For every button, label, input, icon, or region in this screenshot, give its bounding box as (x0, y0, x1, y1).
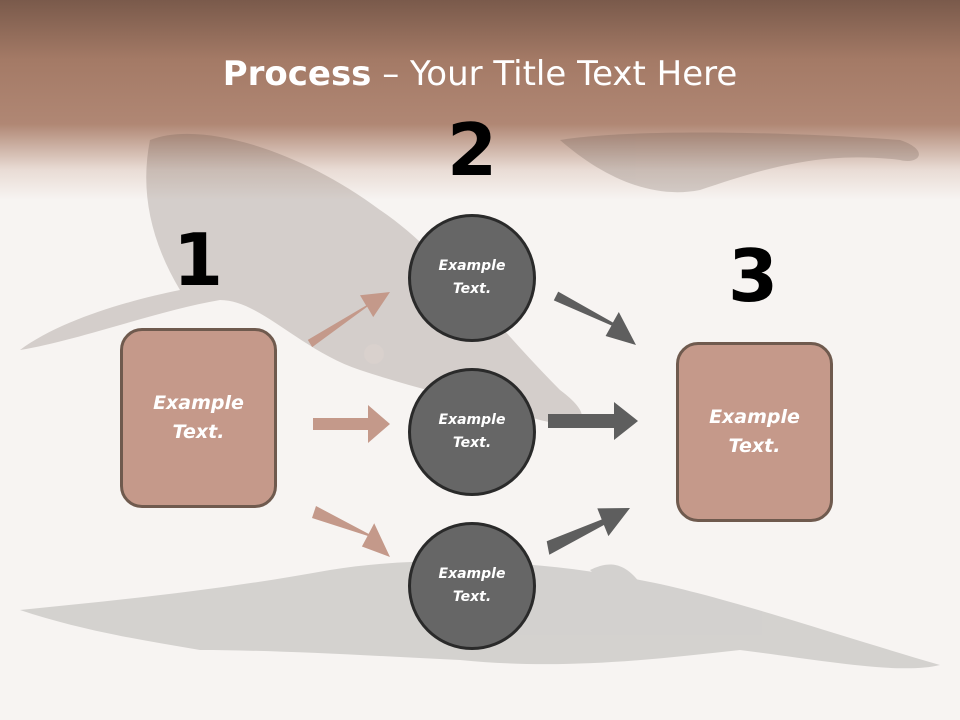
step1-text-line1: Example (153, 392, 244, 414)
circle-bottom-line2: Text. (452, 589, 492, 605)
title-bold: Process (222, 54, 372, 94)
circle-top-line2: Text. (452, 281, 492, 297)
title-rest: – Your Title Text Here (371, 54, 738, 94)
arrow-step1-to-top (307, 292, 390, 348)
step3-text-line2: Text. (728, 435, 781, 457)
circle-top-line1: Example (438, 258, 506, 274)
step1-text-line2: Text. (172, 421, 225, 443)
circle-middle-line1: Example (438, 412, 506, 428)
header-band (0, 0, 960, 200)
step-number-3: 3 (727, 234, 779, 318)
circle-middle-line2: Text. (452, 435, 492, 451)
circle-bottom-line1: Example (438, 566, 506, 582)
arrow-step1-to-middle (313, 405, 390, 443)
arrow-top-to-step3 (553, 291, 636, 345)
step-number-2: 2 (446, 108, 498, 192)
slide-title: Process – Your Title Text Here (0, 52, 960, 96)
arrow-middle-to-step3 (548, 402, 638, 440)
arrow-bottom-to-step3 (546, 508, 630, 555)
step3-text-line1: Example (709, 406, 800, 428)
arrow-step1-to-bottom (312, 506, 390, 557)
step-number-1: 1 (172, 218, 224, 302)
